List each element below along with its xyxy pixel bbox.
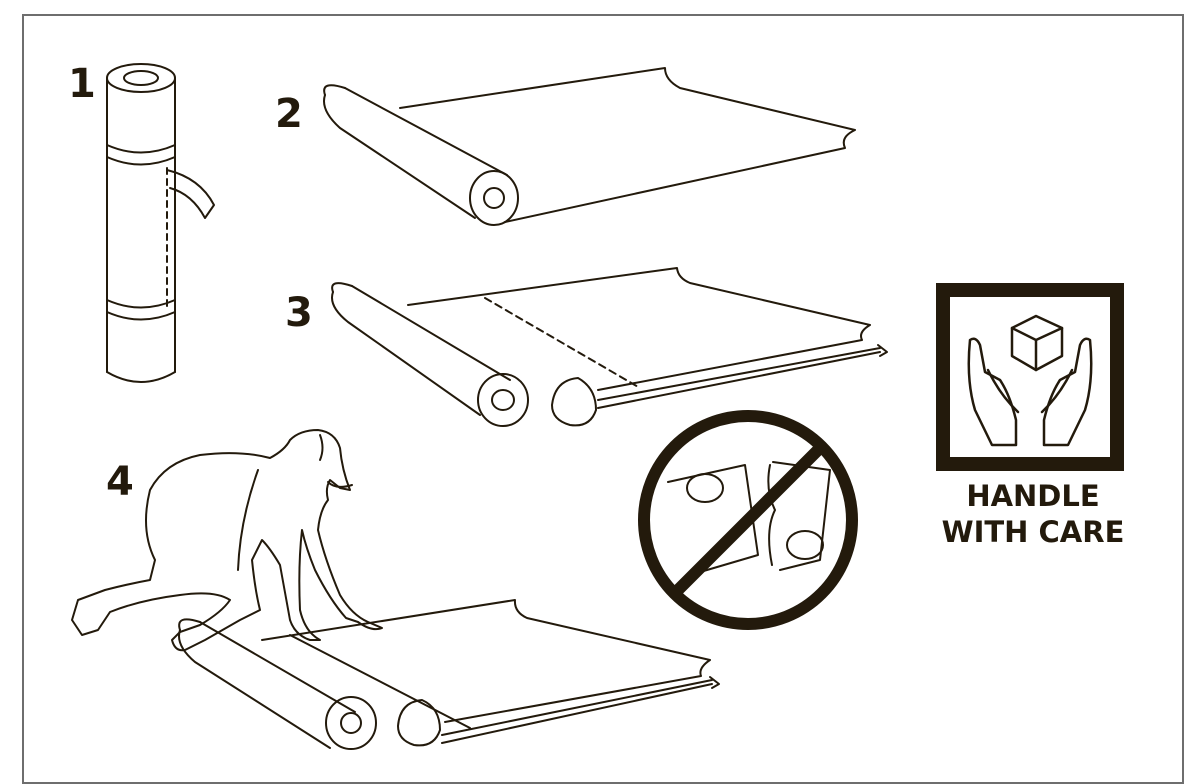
step-4-person-illustration (71, 429, 383, 652)
care-label-line: HANDLE (966, 479, 1100, 513)
step-1-roll-illustration (106, 63, 215, 383)
step-3-measure-illustration (331, 267, 888, 427)
step-number: 2 (275, 91, 303, 137)
step-2-unroll-illustration (323, 67, 856, 226)
handle-with-care-label: HANDLE WITH CARE (930, 478, 1136, 550)
handle-with-care-icon (936, 283, 1124, 471)
step-4-roll-illustration (178, 599, 720, 750)
step-number: 1 (68, 61, 96, 107)
step-number: 4 (106, 459, 134, 505)
step-number: 3 (285, 290, 313, 336)
no-tearing-icon (638, 410, 858, 630)
care-label-line: WITH CARE (941, 515, 1125, 549)
